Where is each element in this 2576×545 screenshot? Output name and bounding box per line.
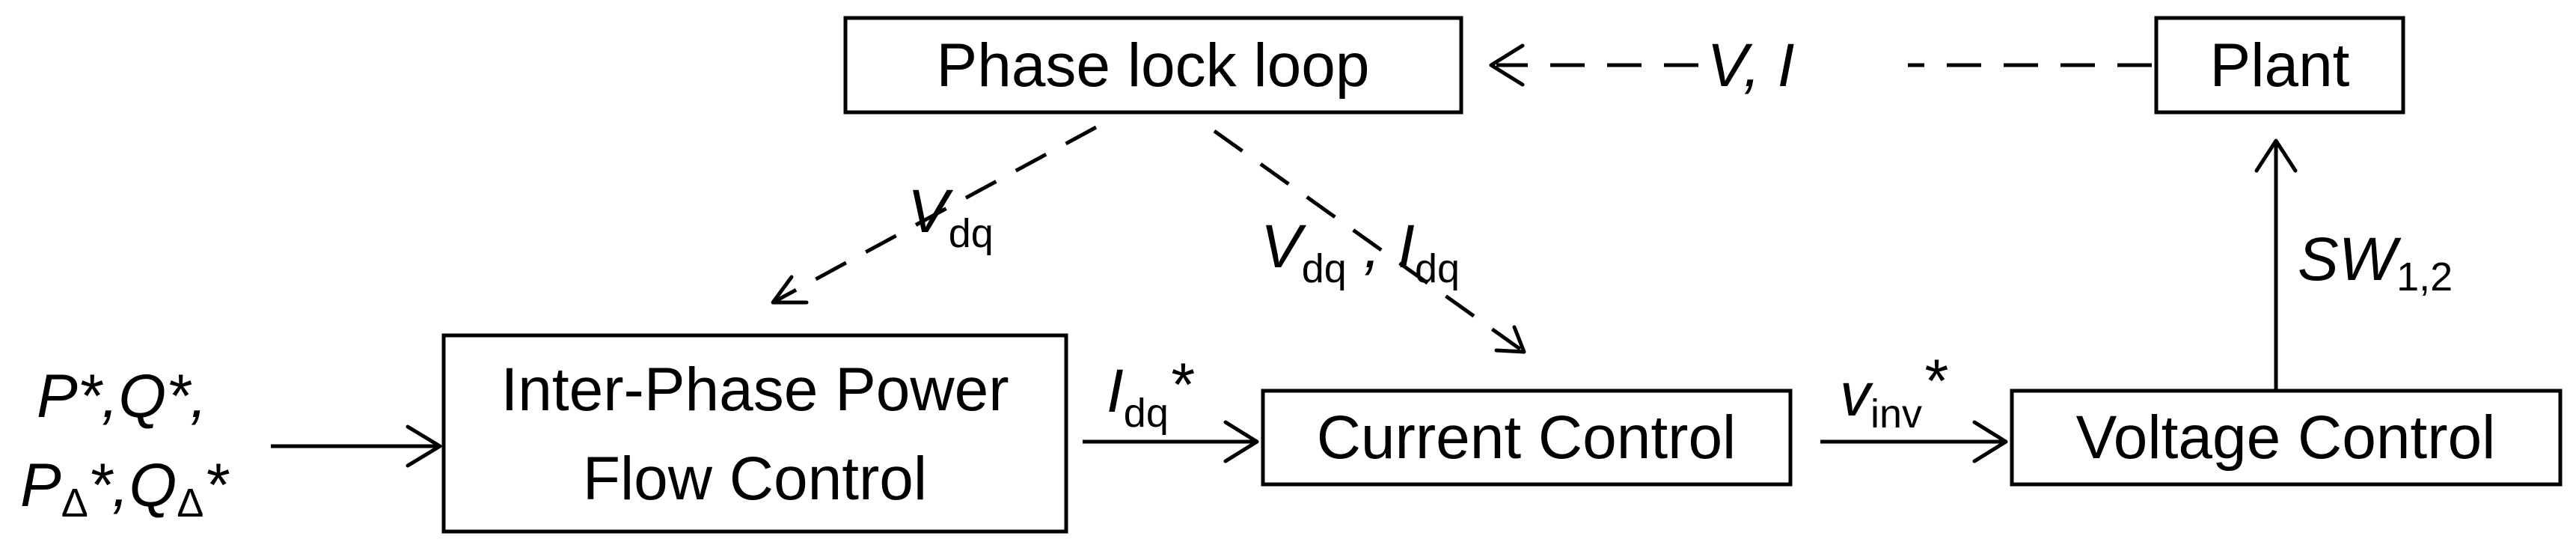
vdq-label: Vdq xyxy=(908,177,994,256)
vdq-idq-sep: , xyxy=(1347,213,1398,281)
vdq-main: V xyxy=(908,177,954,246)
vi-feedback-label: V, I xyxy=(1707,31,1795,100)
arrow-pll-to-current xyxy=(1213,129,1526,354)
idq-sub: dq xyxy=(1124,391,1169,436)
block-phase-lock-loop: Phase lock loop xyxy=(843,16,1463,115)
sw-label: SW1,2 xyxy=(2298,225,2453,299)
vdq-idq-label: Vdq , Idq xyxy=(1261,213,1460,291)
arrow-plant-to-pll xyxy=(1489,43,2152,87)
arrow-voltage-to-plant xyxy=(2254,138,2298,389)
vinv-star: * xyxy=(1922,347,1948,415)
input-p: P xyxy=(20,451,61,520)
idq-star: * xyxy=(1169,351,1195,419)
block-current-control: Current Control xyxy=(1261,389,1793,487)
input-p-sub: Δ xyxy=(61,481,88,526)
input-setpoints-line1: P*,Q*, xyxy=(37,362,207,430)
ipfc-label-line1: Inter-Phase Power xyxy=(501,356,1009,424)
arrow-pll-to-ipfc xyxy=(771,125,1098,305)
current-control-label: Current Control xyxy=(1317,404,1737,472)
ipfc-label-line2: Flow Control xyxy=(583,445,927,513)
vdq-idq-isub: dq xyxy=(1415,246,1460,291)
vdq-idq-v: V xyxy=(1261,213,1307,281)
vdq-idq-i: I xyxy=(1398,213,1415,281)
vdq-idq-vsub: dq xyxy=(1302,246,1347,291)
input-q-sub: Δ xyxy=(177,481,204,526)
idq-main: I xyxy=(1107,357,1124,425)
arrow-ipfc-to-current xyxy=(1083,420,1259,463)
input-end: * xyxy=(204,451,230,520)
arrow-current-to-voltage xyxy=(1820,420,2008,463)
sw-sub: 1,2 xyxy=(2396,255,2453,299)
block-voltage-control: Voltage Control xyxy=(2010,389,2563,487)
vinv-star-label: vinv* xyxy=(1840,347,1948,436)
idq-star-label: Idq* xyxy=(1107,351,1195,436)
vinv-main: v xyxy=(1840,361,1873,429)
input-setpoints-line2: PΔ*,QΔ* xyxy=(20,451,230,526)
arrow-input-to-ipfc xyxy=(271,424,442,468)
voltage-control-label: Voltage Control xyxy=(2076,404,2496,472)
phase-lock-loop-label: Phase lock loop xyxy=(937,31,1370,100)
input-mid: *,Q xyxy=(88,451,177,520)
plant-label: Plant xyxy=(2210,31,2350,100)
vinv-sub: inv xyxy=(1870,392,1922,436)
block-plant: Plant xyxy=(2154,16,2405,115)
block-inter-phase-power-flow-control: Inter-Phase Power Flow Control xyxy=(441,333,1068,534)
sw-main: SW xyxy=(2298,225,2402,293)
vdq-sub: dq xyxy=(949,211,994,256)
